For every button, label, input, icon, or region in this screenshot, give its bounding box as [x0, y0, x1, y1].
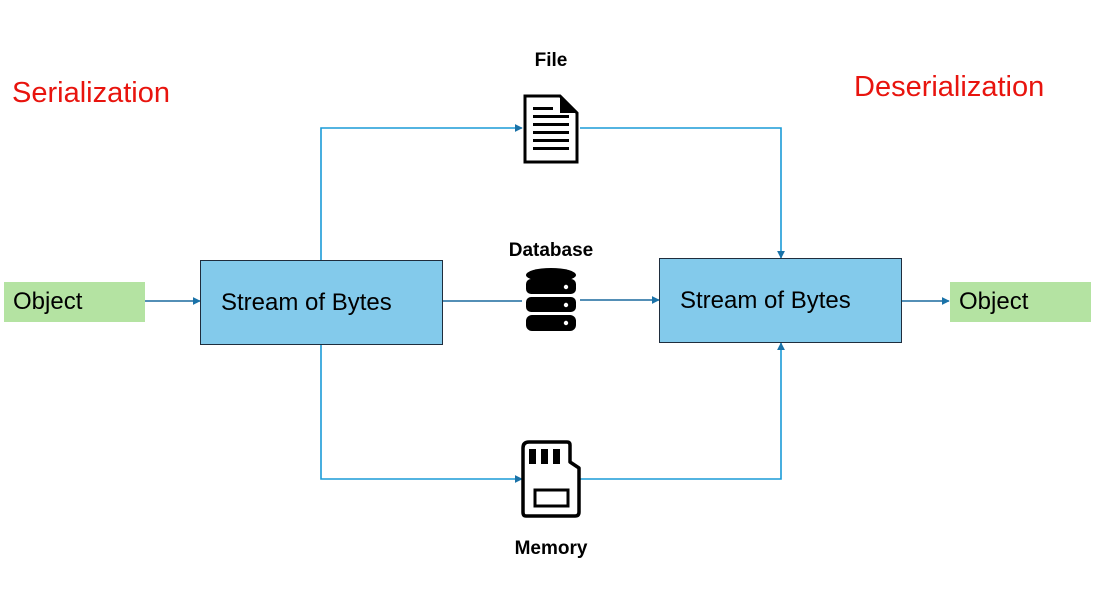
database-label: Database [508, 240, 594, 261]
stream-of-bytes-left: Stream of Bytes [200, 260, 443, 345]
stream-of-bytes-right: Stream of Bytes [659, 258, 902, 343]
object-input-box: Object [4, 282, 145, 322]
memory-card-icon [521, 440, 581, 518]
connector-stream-to-file [320, 124, 523, 260]
file-document-icon [523, 94, 579, 164]
memory-label: Memory [514, 538, 588, 559]
connector-stream-to-memory [320, 344, 523, 483]
database-icon [526, 268, 576, 331]
serialization-heading: Serialization [12, 77, 170, 109]
stream-left-label: Stream of Bytes [221, 289, 392, 316]
file-label: File [534, 50, 568, 71]
deserialization-heading: Deserialization [854, 71, 1045, 103]
connector-file-to-stream [580, 127, 785, 259]
object-output-box: Object [950, 282, 1091, 322]
connector-memory-to-stream [580, 342, 785, 480]
stream-right-label: Stream of Bytes [680, 287, 851, 314]
